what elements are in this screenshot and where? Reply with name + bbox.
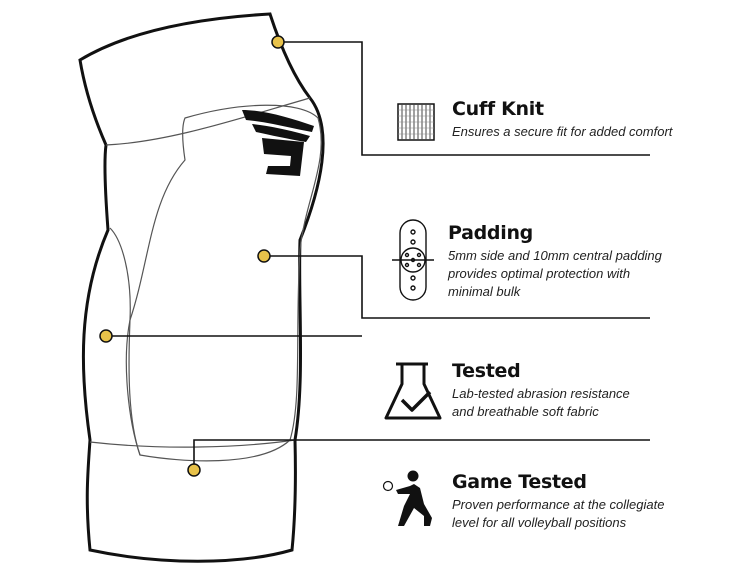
knee-pad-outline <box>78 12 325 563</box>
feature-padding: Padding 5mm side and 10mm central paddin… <box>448 222 743 301</box>
feature-title: Padding <box>448 222 533 244</box>
callout-dot-cuff-knit <box>271 35 285 49</box>
leader-line-tested <box>193 439 650 470</box>
padding-pattern-icon <box>392 219 434 301</box>
feature-description: Ensures a secure fit for added comfort <box>452 124 673 139</box>
padding-outline <box>125 104 322 462</box>
leader-line-padding-center <box>264 255 650 319</box>
feature-description: Proven performance at the collegiate lev… <box>452 497 665 530</box>
feature-description: 5mm side and 10mm central padding provid… <box>448 248 662 299</box>
feature-cuff-knit: Cuff Knit Ensures a secure fit for added… <box>452 98 742 141</box>
callout-dot-padding-side <box>99 329 113 343</box>
feature-title: Game Tested <box>452 471 587 493</box>
knit-swatch-icon <box>397 103 435 141</box>
flask-check-icon <box>384 362 442 420</box>
callout-dot-tested <box>187 463 201 477</box>
feature-title: Tested <box>452 360 521 382</box>
callout-dot-padding-center <box>257 249 271 263</box>
feature-title: Cuff Knit <box>452 98 544 120</box>
lower-band-seam <box>89 439 296 448</box>
feature-tested: Tested Lab-tested abrasion resistance an… <box>452 360 742 421</box>
feature-description: Lab-tested abrasion resistance and breat… <box>452 386 630 419</box>
volleyball-player-icon <box>382 470 432 526</box>
leader-line-cuff-knit <box>278 41 650 156</box>
brand-logo <box>242 110 314 176</box>
side-padding-outline <box>109 227 141 456</box>
feature-game-tested: Game Tested Proven performance at the co… <box>452 471 747 532</box>
